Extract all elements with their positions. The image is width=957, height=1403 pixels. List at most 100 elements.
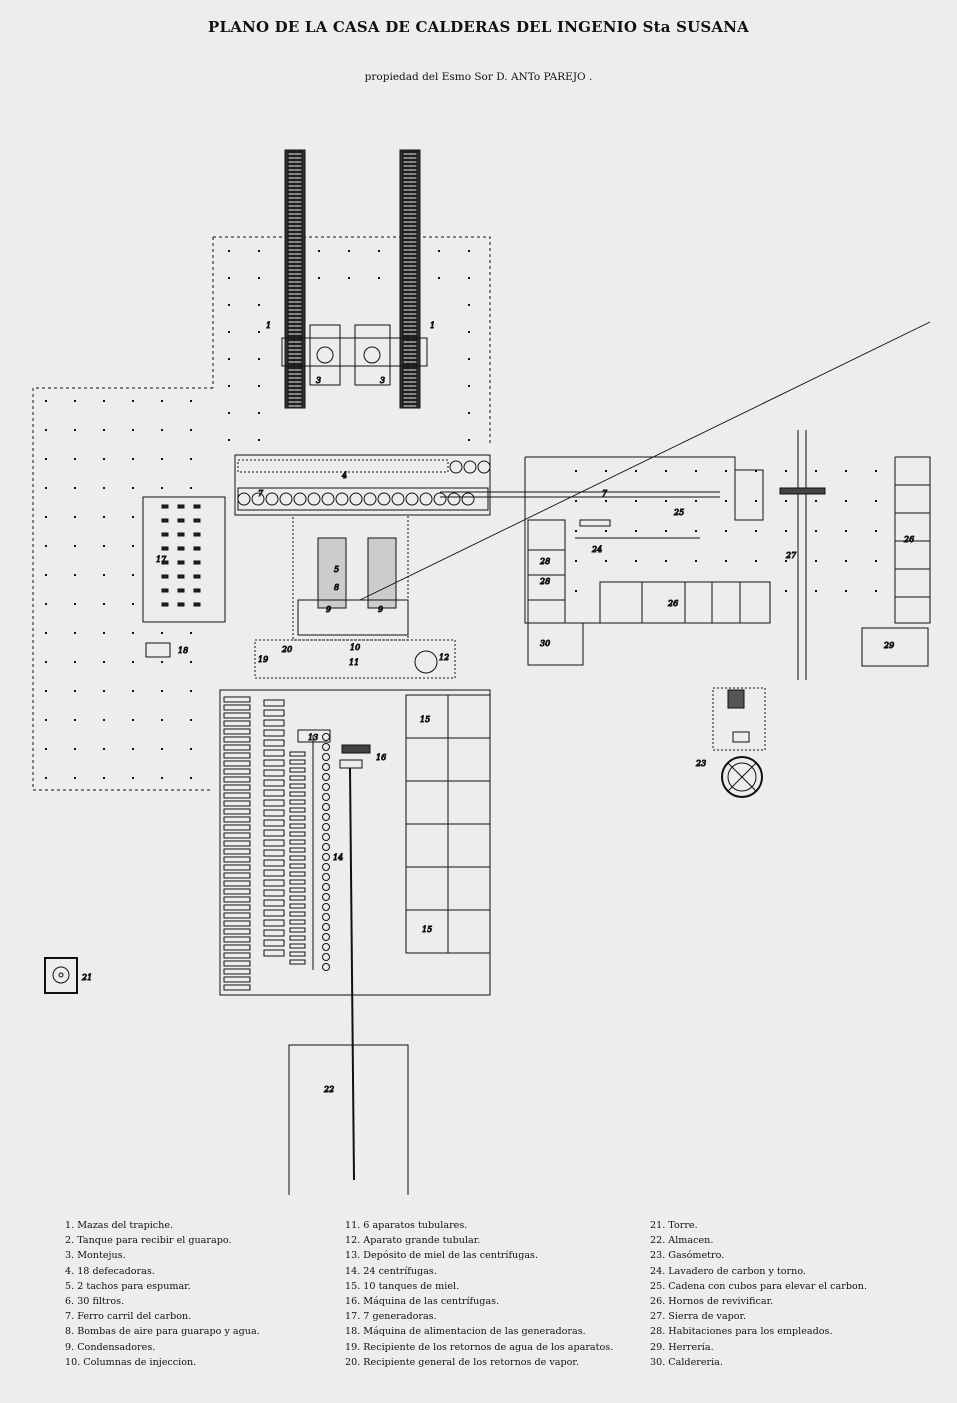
generator (223, 736, 251, 743)
column-dot (258, 331, 260, 333)
defecator (461, 492, 475, 506)
column-dot (845, 590, 847, 592)
legend-item: 17. 7 generadoras. (345, 1311, 437, 1323)
trapiche-mill (281, 324, 428, 386)
legend-column-1: 1. Mazas del trapiche. 2. Tanque para re… (65, 1218, 260, 1370)
column-dot (103, 516, 105, 518)
column-dot (575, 470, 577, 472)
generator (263, 939, 285, 947)
generator (289, 927, 306, 933)
column-dot (103, 719, 105, 721)
column-dot (74, 632, 76, 634)
centrifuge (322, 733, 330, 741)
column-dot (378, 277, 380, 279)
plan-label: 3 (316, 376, 321, 385)
column-dot (45, 777, 47, 779)
boiler-house (219, 454, 491, 996)
column-dot (45, 690, 47, 692)
plan-label: 1 (430, 321, 435, 330)
filter (177, 560, 185, 565)
column-dot (348, 250, 350, 252)
generator (223, 840, 251, 847)
generator (289, 895, 306, 901)
filter (193, 560, 201, 565)
column-dot (258, 250, 260, 252)
column-dot (815, 560, 817, 562)
plan-label: 28 (539, 557, 550, 566)
legend-item: 30. Caldereria. (650, 1356, 723, 1368)
column-dot (228, 304, 230, 306)
generator (263, 949, 285, 957)
centrifuge (322, 853, 330, 861)
column-dot (605, 500, 607, 502)
defecator (293, 492, 307, 506)
column-dot (635, 560, 637, 562)
defecator (449, 460, 463, 474)
legend-item: 27. Sierra de vapor. (650, 1311, 747, 1323)
generator (223, 936, 251, 943)
column-dot (575, 590, 577, 592)
column-dot (161, 748, 163, 750)
column-dot (665, 500, 667, 502)
plan-label: 1 (266, 321, 271, 330)
generator (289, 951, 306, 957)
filter (161, 574, 169, 579)
centrifuge (322, 823, 330, 831)
right-building (524, 430, 931, 680)
centrifuge (322, 933, 330, 941)
plan-label: 4 (341, 471, 347, 480)
plan-label: 24 (591, 545, 602, 554)
defecator (251, 492, 265, 506)
column-dot (755, 560, 757, 562)
column-dot (725, 560, 727, 562)
column-dot (815, 590, 817, 592)
centrifuge (322, 863, 330, 871)
column-dot (74, 777, 76, 779)
generator (289, 855, 306, 861)
generator (223, 752, 251, 759)
tower (44, 957, 78, 994)
column-dot (190, 661, 192, 663)
plan-label: 14 (333, 853, 343, 862)
column-dot (755, 470, 757, 472)
column-dot (665, 530, 667, 532)
column-dot (161, 777, 163, 779)
legend-item: 11. 6 aparatos tubulares. (345, 1220, 468, 1231)
plan-label: 13 (308, 733, 318, 742)
generator (263, 899, 285, 907)
column-dot (45, 487, 47, 489)
column-dot (468, 358, 470, 360)
column-dot (635, 530, 637, 532)
generator (289, 791, 306, 797)
column-dot (468, 385, 470, 387)
column-dot (575, 530, 577, 532)
centrifuge (322, 783, 330, 791)
column-dot (132, 487, 134, 489)
column-dot (695, 530, 697, 532)
column-dot (132, 690, 134, 692)
column-dot (74, 487, 76, 489)
filter (161, 532, 169, 537)
generator (289, 831, 306, 837)
centrifuges-column (312, 733, 330, 971)
plan-label: 9 (326, 605, 331, 614)
column-dot (190, 748, 192, 750)
column-dot (468, 250, 470, 252)
column-dot (190, 632, 192, 634)
column-dot (228, 412, 230, 414)
column-dot (132, 545, 134, 547)
column-dot (785, 500, 787, 502)
honey-tank (447, 909, 491, 954)
generator (263, 719, 285, 727)
generator (223, 856, 251, 863)
centrifuge (322, 883, 330, 891)
column-dot (785, 470, 787, 472)
column-dot (258, 412, 260, 414)
column-dot (725, 530, 727, 532)
column-dot (875, 590, 877, 592)
generator (223, 760, 251, 767)
column-dot (132, 429, 134, 431)
column-dot (45, 516, 47, 518)
generator (223, 792, 251, 799)
generator (223, 720, 251, 727)
